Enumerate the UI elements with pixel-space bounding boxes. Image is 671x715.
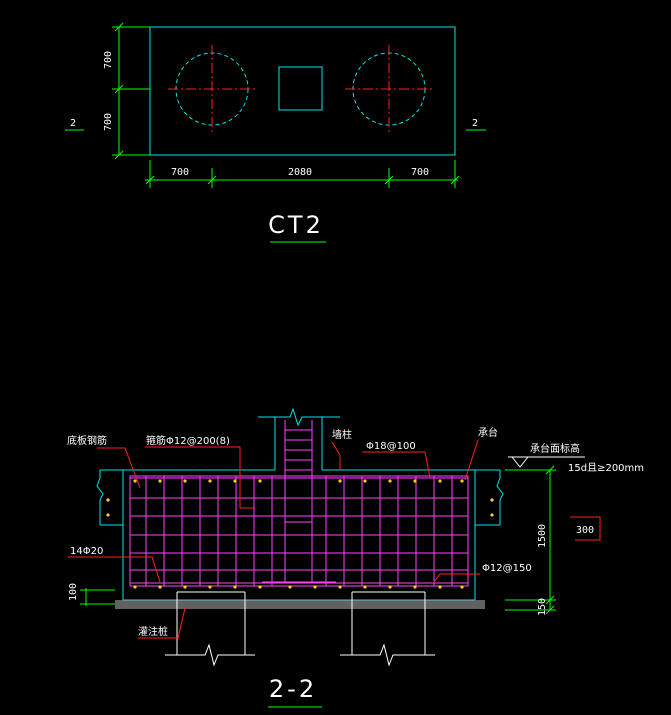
bedding-layer — [115, 600, 485, 609]
label-bottom-bar: 底板钢筋 — [67, 434, 107, 447]
section-piles — [165, 591, 435, 667]
section-view: 底板钢筋 箍筋Φ12@200(8) 墙柱 Φ18@100 承台 承台面标高 15… — [67, 407, 644, 708]
plan-dim-right-width: 700 — [411, 167, 429, 178]
section-column — [258, 407, 340, 470]
plan-dim-lower-height: 700 — [103, 113, 114, 131]
plan-dim-left-width: 700 — [171, 167, 189, 178]
dim-hook: 300 — [576, 525, 594, 536]
plan-vertical-dimension — [112, 22, 150, 160]
plan-dim-upper-height: 700 — [103, 51, 114, 69]
section-mark-right: 2 — [466, 118, 486, 131]
label-wall-column: 墙柱 — [332, 428, 352, 441]
plan-title: CT2 — [268, 211, 324, 239]
rebar-dots — [106, 479, 494, 589]
section-title: 2-2 — [269, 675, 317, 703]
label-side-bar: 14Φ20 — [70, 546, 103, 557]
dim-depth: 1500 — [537, 524, 548, 548]
cover-dimension — [80, 588, 115, 606]
cap-elevation-marker — [508, 456, 585, 468]
label-cap: 承台 — [478, 426, 498, 439]
dim-bed: 150 — [537, 598, 548, 616]
label-side-spacing: Φ12@150 — [482, 563, 532, 574]
label-cap-elevation: 承台面标高 — [530, 442, 580, 455]
plan-dim-mid-width: 2080 — [288, 167, 312, 178]
plan-column — [278, 66, 323, 111]
dim-cover: 100 — [68, 583, 79, 601]
plan-view: 700 700 700 2080 700 2 2 CT2 — [65, 22, 486, 243]
column-rebar — [262, 420, 336, 583]
cap-rebar-cage — [129, 475, 469, 587]
section-vertical-dimension — [505, 465, 556, 615]
annotation-leaders — [68, 439, 480, 639]
label-pile: 灌注桩 — [138, 625, 168, 638]
plan-cap-outline — [149, 26, 456, 156]
svg-text:2: 2 — [472, 118, 478, 129]
plan-horizontal-dimension — [145, 160, 460, 188]
label-stirrup: 箍筋Φ12@200(8) — [146, 434, 230, 447]
svg-text:2: 2 — [70, 118, 76, 129]
side-break-marks — [96, 477, 504, 520]
section-mark-left: 2 — [65, 118, 84, 131]
label-anchorage: 15d且≥200mm — [568, 462, 644, 474]
hook-bracket — [570, 516, 601, 541]
label-top-bar: Φ18@100 — [366, 441, 416, 452]
